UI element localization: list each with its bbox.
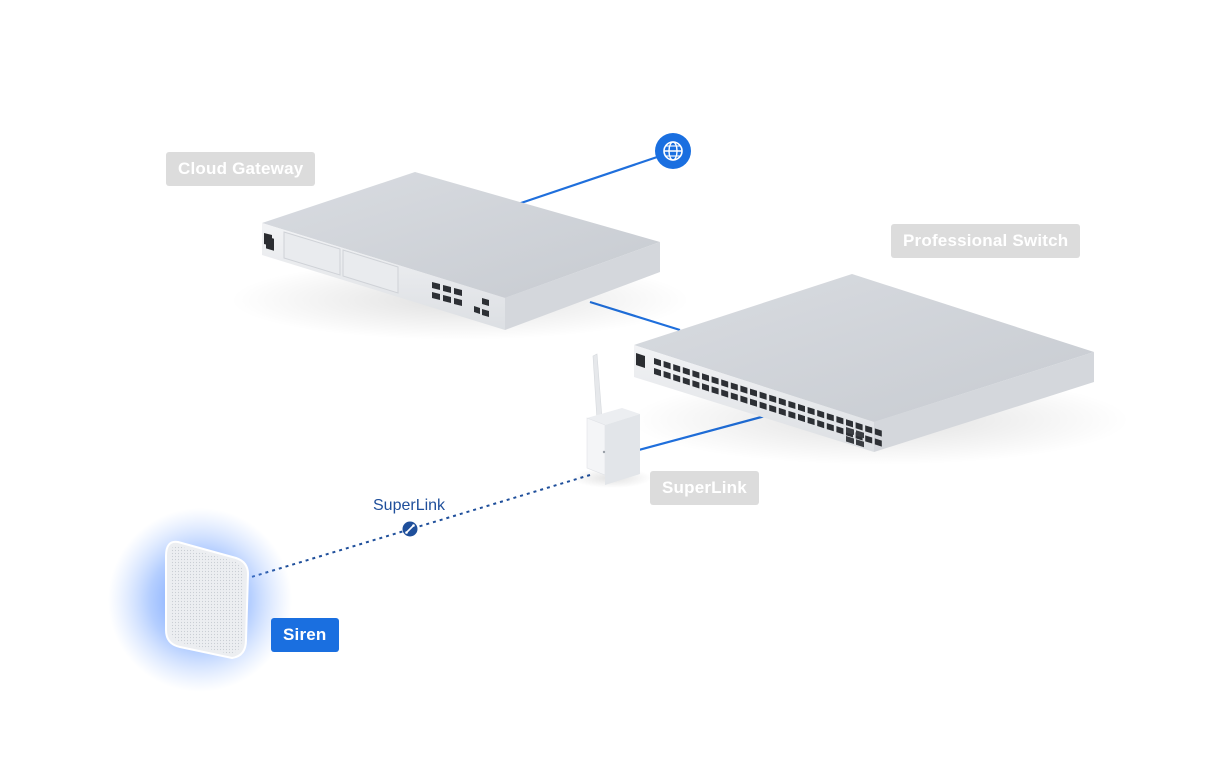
superlink-wireless-line [247,474,591,579]
siren-label: Siren [271,618,339,652]
gateway-to-internet-line [517,150,673,206]
superlink-label: SuperLink [650,471,759,505]
switch-ports [654,358,882,448]
link-icon [402,521,418,537]
professional-switch-label: Professional Switch [891,224,1081,258]
cloud-gateway-device [230,172,690,340]
globe-icon [655,133,691,169]
wireless-link-label: SuperLink [373,497,446,514]
superlink-device [572,353,652,488]
professional-switch-device [630,274,1130,465]
cloud-gateway-label: Cloud Gateway [166,152,316,186]
siren-device [108,508,292,692]
